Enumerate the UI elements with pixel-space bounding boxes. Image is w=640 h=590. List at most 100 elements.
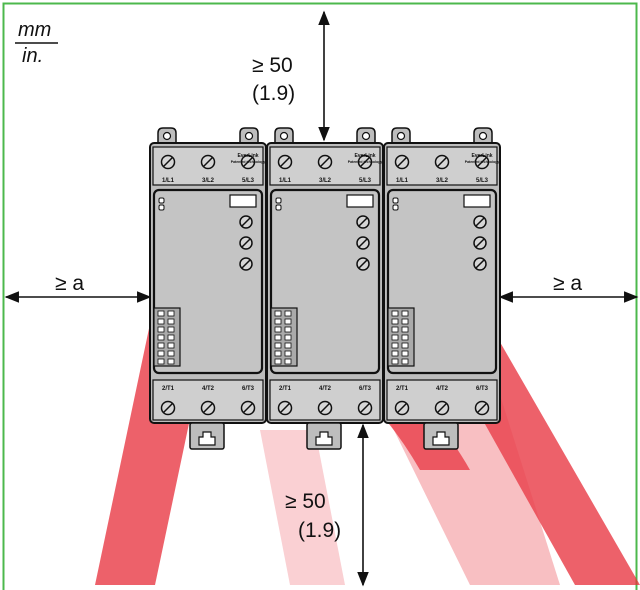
bottom-terminal-label: 2/T1 xyxy=(162,386,175,392)
connector-pin xyxy=(274,350,282,357)
connector-pin xyxy=(167,334,175,341)
adjust-potentiometer-slot xyxy=(475,238,485,248)
connector-pin xyxy=(391,318,399,325)
top-terminal-label: 5/L3 xyxy=(359,178,372,184)
top-terminal-label: 3/L2 xyxy=(202,178,215,184)
connector-pin xyxy=(274,358,282,365)
bottom-terminal-label: 6/T3 xyxy=(476,386,489,392)
connector-pin xyxy=(284,342,292,349)
connector-pin xyxy=(167,358,175,365)
bottom-terminal-screw-slot xyxy=(320,403,330,413)
connector-pin xyxy=(391,310,399,317)
adjust-potentiometer-slot xyxy=(475,217,485,227)
connector-pin xyxy=(167,350,175,357)
status-led xyxy=(275,204,282,211)
status-led xyxy=(158,197,165,204)
bottom-clearance-in: (1.9) xyxy=(298,519,341,542)
connector-pin xyxy=(391,326,399,333)
top-terminal-label: 3/L2 xyxy=(319,178,332,184)
brand-label: EverLink xyxy=(237,153,258,159)
connector-pin xyxy=(157,310,165,317)
connector-pin xyxy=(157,358,165,365)
connector-pin xyxy=(401,350,409,357)
ear-hole xyxy=(396,131,406,141)
connector-pin xyxy=(274,326,282,333)
status-led xyxy=(392,204,399,211)
connector-pin xyxy=(401,310,409,317)
status-led xyxy=(392,197,399,204)
top-terminal-screw-slot xyxy=(477,157,487,167)
ear-hole xyxy=(478,131,488,141)
brand-label: EverLink xyxy=(471,153,492,159)
connector-pin xyxy=(284,318,292,325)
bottom-terminal-screw-slot xyxy=(280,403,290,413)
connector-pin xyxy=(274,334,282,341)
bottom-terminal-screw-slot xyxy=(203,403,213,413)
brand-label: EverLink xyxy=(354,153,375,159)
bottom-terminal-label: 6/T3 xyxy=(359,386,372,392)
top-terminal-screw-slot xyxy=(397,157,407,167)
adjust-potentiometer-slot xyxy=(358,217,368,227)
front-panel xyxy=(386,188,498,375)
top-terminal-screw-slot xyxy=(163,157,173,167)
connector-pin xyxy=(284,310,292,317)
bottom-clearance-mm: ≥ 50 xyxy=(285,490,326,513)
ear-hole xyxy=(162,131,172,141)
label-window xyxy=(229,194,257,208)
connector-pin xyxy=(157,318,165,325)
connector-pin xyxy=(167,318,175,325)
label-window xyxy=(463,194,491,208)
label-window xyxy=(346,194,374,208)
connector-pin xyxy=(157,350,165,357)
connector-pin xyxy=(167,326,175,333)
adjust-potentiometer-slot xyxy=(358,259,368,269)
connector-pin xyxy=(284,358,292,365)
connector-pin xyxy=(167,310,175,317)
connector-pin xyxy=(391,350,399,357)
connector-pin xyxy=(401,318,409,325)
bottom-terminal-label: 4/T2 xyxy=(202,386,215,392)
left-clearance-label: ≥ a xyxy=(55,272,84,295)
top-terminal-label: 1/L1 xyxy=(279,178,292,184)
connector-pin xyxy=(391,334,399,341)
connector-pin xyxy=(157,342,165,349)
bottom-terminal-screw-slot xyxy=(360,403,370,413)
connector-pin xyxy=(401,342,409,349)
connector-pin xyxy=(284,326,292,333)
connector-pin xyxy=(157,326,165,333)
adjust-potentiometer-slot xyxy=(241,238,251,248)
bottom-terminal-label: 2/T1 xyxy=(396,386,409,392)
top-terminal-label: 1/L1 xyxy=(396,178,409,184)
top-terminal-screw-slot xyxy=(437,157,447,167)
clip-latch xyxy=(315,431,333,446)
connector-pin xyxy=(401,326,409,333)
connector-pin xyxy=(274,342,282,349)
clip-latch xyxy=(432,431,450,446)
top-terminal-label: 1/L1 xyxy=(162,178,175,184)
top-clearance-in: (1.9) xyxy=(252,82,295,105)
top-terminal-screw-slot xyxy=(203,157,213,167)
ear-hole xyxy=(244,131,254,141)
connector-pin xyxy=(284,334,292,341)
adjust-potentiometer-slot xyxy=(475,259,485,269)
bottom-terminal-screw-slot xyxy=(437,403,447,413)
top-terminal-label: 5/L3 xyxy=(476,178,489,184)
clip-latch xyxy=(198,431,216,446)
adjust-potentiometer-slot xyxy=(241,217,251,227)
ear-hole xyxy=(361,131,371,141)
connector-pin xyxy=(274,318,282,325)
connector-pin xyxy=(401,358,409,365)
connector-pin xyxy=(401,334,409,341)
brand-sublabel: Patented technology xyxy=(465,160,499,164)
adjust-potentiometer-slot xyxy=(241,259,251,269)
front-panel xyxy=(269,188,381,375)
top-terminal-screw-slot xyxy=(320,157,330,167)
top-terminal-screw-slot xyxy=(360,157,370,167)
top-clearance-mm: ≥ 50 xyxy=(252,54,293,77)
connector-pin xyxy=(157,334,165,341)
unit-secondary: in. xyxy=(22,45,43,67)
